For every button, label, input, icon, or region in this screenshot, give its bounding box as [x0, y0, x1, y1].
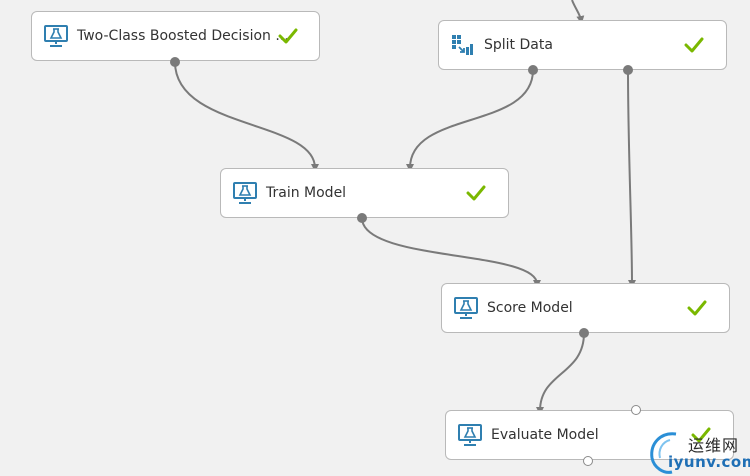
module-train-model[interactable]: Train Model	[220, 168, 509, 218]
status-check-icon	[466, 185, 486, 201]
status-check-icon	[684, 37, 704, 53]
wire-dataset-to-split-data	[571, 0, 585, 24]
output-port-evaluate-model[interactable]	[583, 456, 593, 466]
module-label: Two-Class Boosted Decision ...	[77, 28, 289, 44]
module-split-data[interactable]: Split Data	[438, 20, 727, 70]
output-port-split-data-left[interactable]	[528, 65, 538, 75]
output-port-split-data-right[interactable]	[623, 65, 633, 75]
wire-boosted-to-train	[174, 61, 319, 172]
split-data-icon	[452, 35, 473, 55]
module-label: Score Model	[487, 300, 573, 316]
input-port-evaluate-model-right[interactable]	[631, 405, 641, 415]
experiment-module-icon	[233, 182, 257, 204]
output-port-boosted-tree[interactable]	[170, 57, 180, 67]
module-evaluate-model[interactable]: Evaluate Model	[445, 410, 734, 460]
status-check-icon	[687, 300, 707, 316]
watermark-logo-icon	[650, 432, 677, 474]
site-watermark: 运维网 iyunv.com	[646, 428, 750, 476]
wire-split-to-score	[627, 69, 636, 288]
watermark-url: iyunv.com	[668, 453, 750, 471]
output-port-score-model[interactable]	[579, 328, 589, 338]
status-check-icon	[278, 28, 298, 44]
watermark-title: 运维网	[688, 436, 740, 455]
experiment-module-icon	[44, 25, 68, 47]
module-boosted-decision-tree[interactable]: Two-Class Boosted Decision ...	[31, 11, 320, 61]
module-label: Evaluate Model	[491, 427, 599, 443]
wire-train-to-score	[361, 217, 541, 288]
output-port-train-model[interactable]	[357, 213, 367, 223]
module-label: Split Data	[484, 37, 553, 53]
wire-score-to-evaluate	[536, 332, 585, 415]
experiment-module-icon	[458, 424, 482, 446]
module-label: Train Model	[266, 185, 347, 201]
status-check-icon	[691, 427, 711, 443]
experiment-module-icon	[454, 297, 478, 319]
module-score-model[interactable]: Score Model	[441, 283, 730, 333]
wire-split-to-train	[406, 69, 534, 172]
